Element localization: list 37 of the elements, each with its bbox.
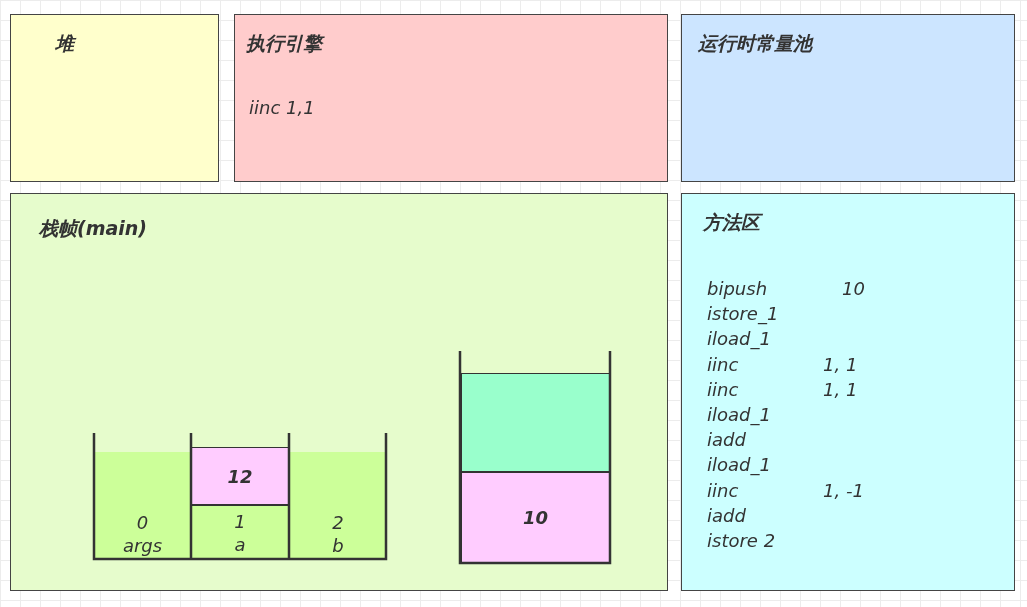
instruction-text: iinc (707, 479, 739, 501)
instruction-text: iinc (707, 378, 739, 400)
instruction-text: iload_1 (707, 328, 771, 350)
value-text: 12 (227, 464, 253, 488)
slot-index: 1 (234, 510, 246, 533)
operand-text: 1, 1 (823, 378, 858, 400)
local-variable-slot (191, 505, 289, 559)
variable-name: b (332, 534, 344, 557)
instruction-text: iinc (707, 353, 739, 375)
method-area-panel (681, 193, 1015, 591)
execution-engine-panel (234, 14, 668, 182)
constant-pool-panel (681, 14, 1015, 182)
local-variable-slot (290, 452, 386, 559)
panel-title: 栈帧(main) (39, 216, 148, 241)
value-text: 10 (522, 506, 549, 529)
instruction-text: iinc 1,1 (249, 97, 315, 118)
heap-panel (10, 14, 219, 182)
local-variable-slot (95, 452, 190, 559)
operand-stack-slot (461, 373, 610, 472)
operand-text: 1, 1 (823, 353, 858, 375)
instruction-text: iload_1 (707, 454, 771, 476)
value-cell (461, 472, 610, 563)
slot-index: 2 (332, 511, 344, 534)
panel-title: 运行时常量池 (698, 31, 812, 56)
variable-name: a (234, 533, 246, 556)
value-cell (191, 447, 289, 505)
instruction-text: iadd (707, 504, 746, 526)
variable-name: args (122, 534, 163, 557)
instruction-text: iload_1 (707, 404, 771, 425)
instruction-text: iadd (707, 429, 746, 451)
operand-text: 1, -1 (823, 479, 864, 501)
operand-text: 10 (842, 278, 865, 299)
slot-index: 0 (136, 511, 149, 534)
instruction-text: istore_1 (707, 303, 779, 325)
instruction-text: istore 2 (707, 530, 776, 551)
instruction-text: bipush (707, 278, 768, 299)
stack-frame-panel (10, 193, 668, 591)
